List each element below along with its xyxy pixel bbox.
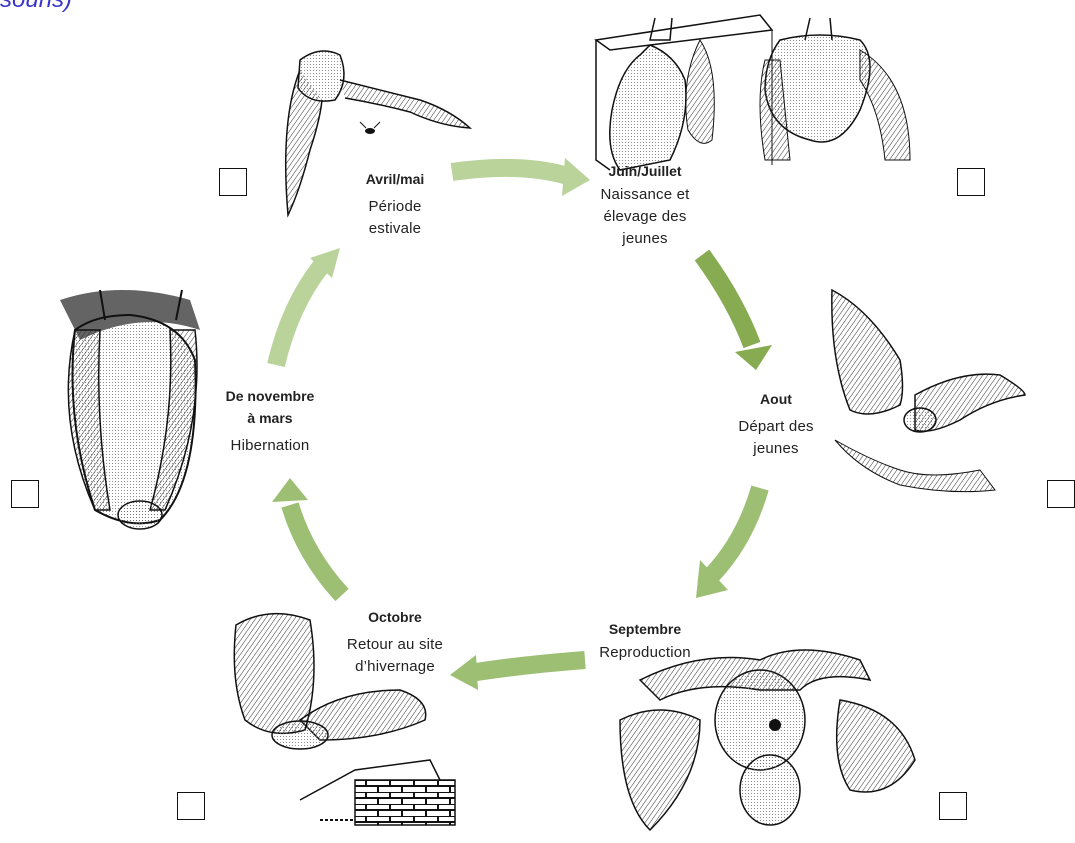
bat-hanging-icon: [60, 290, 200, 529]
stage-avril: Avril/mai Période estivale: [345, 168, 445, 240]
stage-title: Juin/Juillet: [585, 160, 705, 182]
stage-title: Avril/mai: [345, 168, 445, 190]
bat-pair-icon: [620, 650, 915, 830]
stage-hiver: De novembre à mars Hibernation: [205, 385, 335, 457]
stage-desc-line: jeunes: [716, 438, 836, 460]
stage-octobre: Octobre Retour au site d’hivernage: [330, 606, 460, 678]
stage-title: à mars: [205, 407, 335, 429]
stage-desc-line: Retour au site: [330, 634, 460, 656]
checkbox-aout[interactable]: [1047, 480, 1075, 508]
checkbox-hiver[interactable]: [11, 480, 39, 508]
brick-wall-icon: [300, 760, 455, 825]
checkbox-septembre[interactable]: [939, 792, 967, 820]
stage-aout: Aout Départ des jeunes: [716, 388, 836, 460]
arrow-juin-to-aout: [702, 255, 772, 370]
insect-icon: [360, 122, 380, 134]
checkbox-avril[interactable]: [219, 168, 247, 196]
stage-desc-line: Naissance et: [585, 184, 705, 206]
stage-desc-line: d’hivernage: [330, 656, 460, 678]
stage-title: Aout: [716, 388, 836, 410]
stage-title: De novembre: [205, 385, 335, 407]
checkbox-octobre[interactable]: [177, 792, 205, 820]
arrow-hiver-to-avril: [276, 248, 340, 365]
arrow-avril-to-juin: [452, 158, 590, 196]
stage-desc-line: estivale: [345, 218, 445, 240]
stage-desc-line: Reproduction: [585, 642, 705, 664]
bat-flying-icon: [832, 290, 1025, 492]
stage-title: Octobre: [330, 606, 460, 628]
stage-septembre: Septembre Reproduction: [585, 618, 705, 664]
stage-desc-line: Période: [345, 196, 445, 218]
arrow-aout-to-septembre: [696, 488, 760, 598]
arrow-octobre-to-hiver: [272, 478, 342, 595]
stage-desc-line: jeunes: [585, 228, 705, 250]
stage-desc-line: élevage des: [585, 206, 705, 228]
arrow-septembre-to-octobre: [450, 655, 585, 690]
bat-pair-icon: [596, 15, 910, 170]
stage-desc-line: Départ des: [716, 416, 836, 438]
stage-desc-line: Hibernation: [205, 435, 335, 457]
checkbox-juin[interactable]: [957, 168, 985, 196]
stage-title: Septembre: [585, 618, 705, 640]
stage-juin: Juin/Juillet Naissance et élevage des je…: [585, 160, 705, 250]
